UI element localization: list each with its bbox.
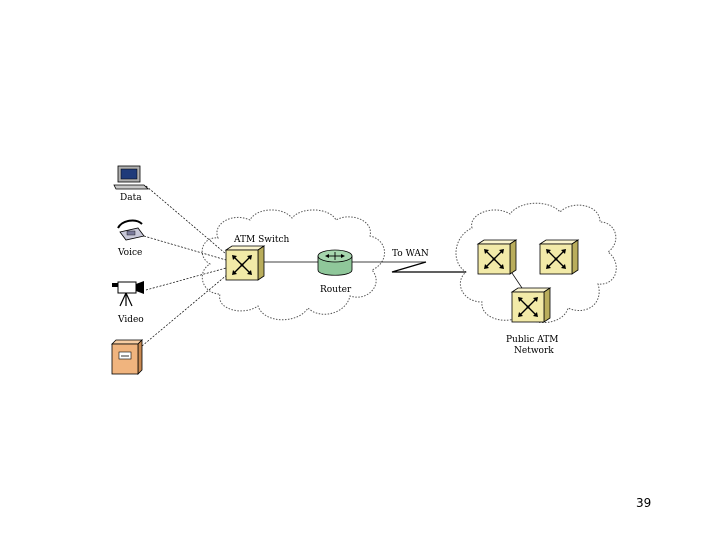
line-data-to-switch [145,185,227,255]
label-router: Router [320,285,352,295]
label-voice: Voice [117,248,142,258]
public-atm-switch-icon [510,287,552,323]
public-atm-switch-icon [538,239,580,275]
public-atm-switch-icon [476,239,518,275]
label-video: Video [117,315,144,325]
label-public-atm: Public ATM [506,335,559,345]
line-voice-to-switch [143,235,227,261]
server-icon [111,339,143,375]
line-server-to-switch [141,273,229,347]
telephone-icon [117,219,145,241]
public-atm-cloud [455,202,617,323]
atm-network-cloud [201,209,385,321]
video-camera-icon [112,281,144,307]
page-number: 39 [636,496,652,510]
label-public-atm-network: Network [514,346,554,356]
wan-link-zigzag [391,261,466,273]
computer-icon [113,165,149,190]
label-data: Data [120,193,142,203]
label-to-wan: To WAN [392,249,429,259]
router-icon [317,249,353,276]
atm-switch-icon [224,245,266,281]
label-atm-switch: ATM Switch [233,235,289,245]
